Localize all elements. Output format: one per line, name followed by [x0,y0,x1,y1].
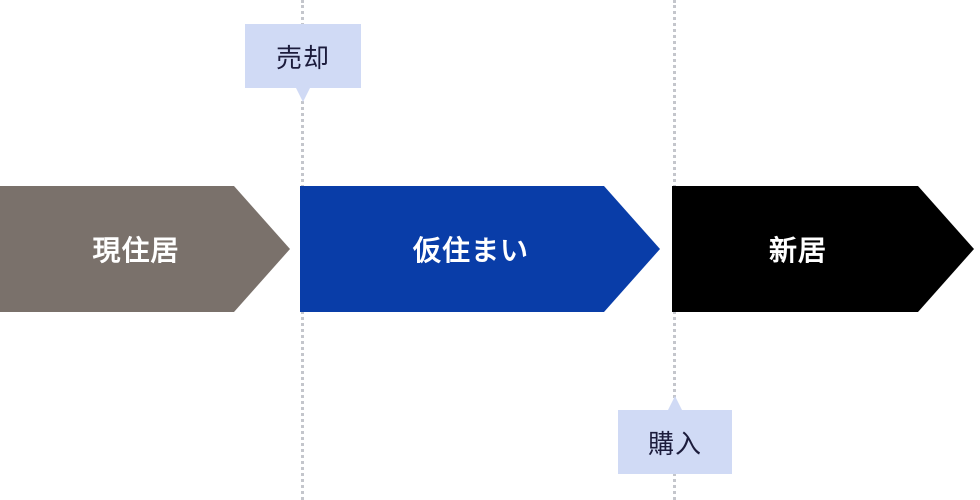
stage-current-residence: 現住居 [0,186,290,312]
stage-temporary-residence: 仮住まい [300,186,660,312]
sell-callout-label: 売却 [275,43,330,74]
buy-callout-label: 購入 [647,429,702,460]
stage-new-residence: 新居 [672,186,974,312]
buy-callout: 購入 [618,396,732,474]
stage-temporary-residence-label: 仮住まい [412,234,529,267]
stage-new-residence-label: 新居 [768,234,827,267]
sell-callout: 売却 [245,24,361,102]
stage-current-residence-label: 現住居 [92,234,180,267]
